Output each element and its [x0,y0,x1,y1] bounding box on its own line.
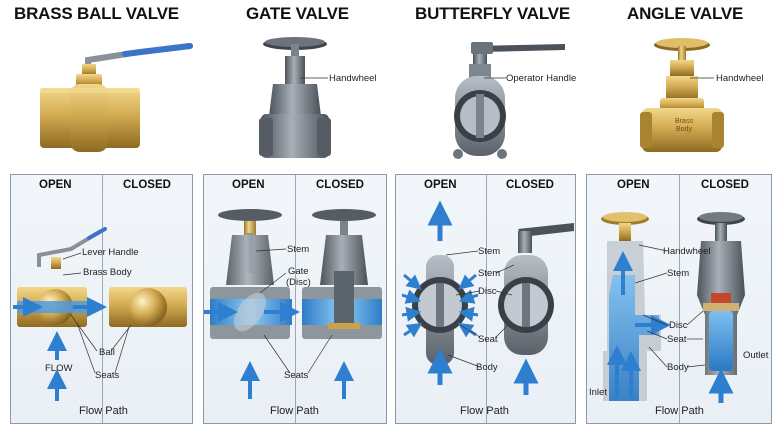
open-heading: OPEN [39,179,72,191]
lever-handle-label: Lever Handle [82,247,139,258]
seat-label: Seat [478,334,498,345]
flow-path-label: Flow Path [460,405,509,417]
gate-sections [204,209,382,399]
butterfly-valve-title: BUTTERFLY VALVE [415,4,571,23]
gate-valve-title: GATE VALVE [246,4,349,23]
ball-open-section [13,227,187,401]
butterfly-operator-label: Operator Handle [506,73,577,84]
butterfly-sections [401,200,574,395]
angle-handwheel-label: Handwheel [716,73,764,84]
stem-label: Stem [287,244,310,255]
closed-heading: CLOSED [701,179,749,191]
stem-label: Stem [667,268,690,279]
angle-valve-illustration [640,38,724,152]
handwheel-label: Handwheel [663,246,711,257]
body-label: Body [476,362,498,373]
stem-label-secondary: Stem [478,268,501,279]
ball-valve-title: BRASS BALL VALVE [14,4,179,23]
ball-valve-panel: OPEN CLOSED Lever Handle Brass Body Ball… [10,174,193,424]
closed-heading: CLOSED [506,179,554,191]
angle-valve-title: ANGLE VALVE [627,4,744,23]
flow-path-label: Flow Path [655,405,704,417]
gate-handwheel-leader [300,77,328,79]
open-heading: OPEN [232,179,265,191]
gate-valve-illustration [259,37,331,158]
angle-body-stamp: Brass Body [675,118,693,133]
gate-valve-panel: OPEN CLOSED Stem Gate (Disc) Seats Flow … [203,174,387,424]
seats-label: Seats [95,370,120,381]
seats-label: Seats [284,370,309,381]
body-label: Body [667,362,689,373]
gate-handwheel-label: Handwheel [329,73,377,84]
angle-valve-panel: OPEN CLOSED Handwheel Stem Disc Seat Bod… [586,174,772,424]
butterfly-valve-panel: OPEN CLOSED Stem Stem Disc Se [395,174,576,424]
disc-label: Disc [478,286,497,297]
ball-valve-illustration [40,43,193,152]
flow-path-label: Flow Path [79,405,128,417]
seat-label: Seat [667,334,687,345]
angle-sections [601,212,745,403]
open-heading: OPEN [617,179,650,191]
closed-heading: CLOSED [123,179,171,191]
closed-heading: CLOSED [316,179,364,191]
open-heading: OPEN [424,179,457,191]
panel-divider [679,175,680,423]
flow-label: FLOW [45,363,73,374]
butterfly-valve-illustration [453,42,565,159]
stem-label: Stem [478,246,501,257]
flow-path-label: Flow Path [270,405,319,417]
gate-label: Gate [288,266,309,277]
panel-divider [486,175,487,423]
ball-label: Ball [99,347,115,358]
butterfly-handle-leader [484,77,506,79]
angle-handwheel-leader [690,77,714,79]
panel-divider [295,175,296,423]
disc-label: (Disc) [286,277,311,288]
inlet-label: Inlet [589,387,607,398]
brass-body-label: Brass Body [83,267,132,278]
outlet-label: Outlet [743,350,769,361]
disc-label: Disc [669,320,688,331]
